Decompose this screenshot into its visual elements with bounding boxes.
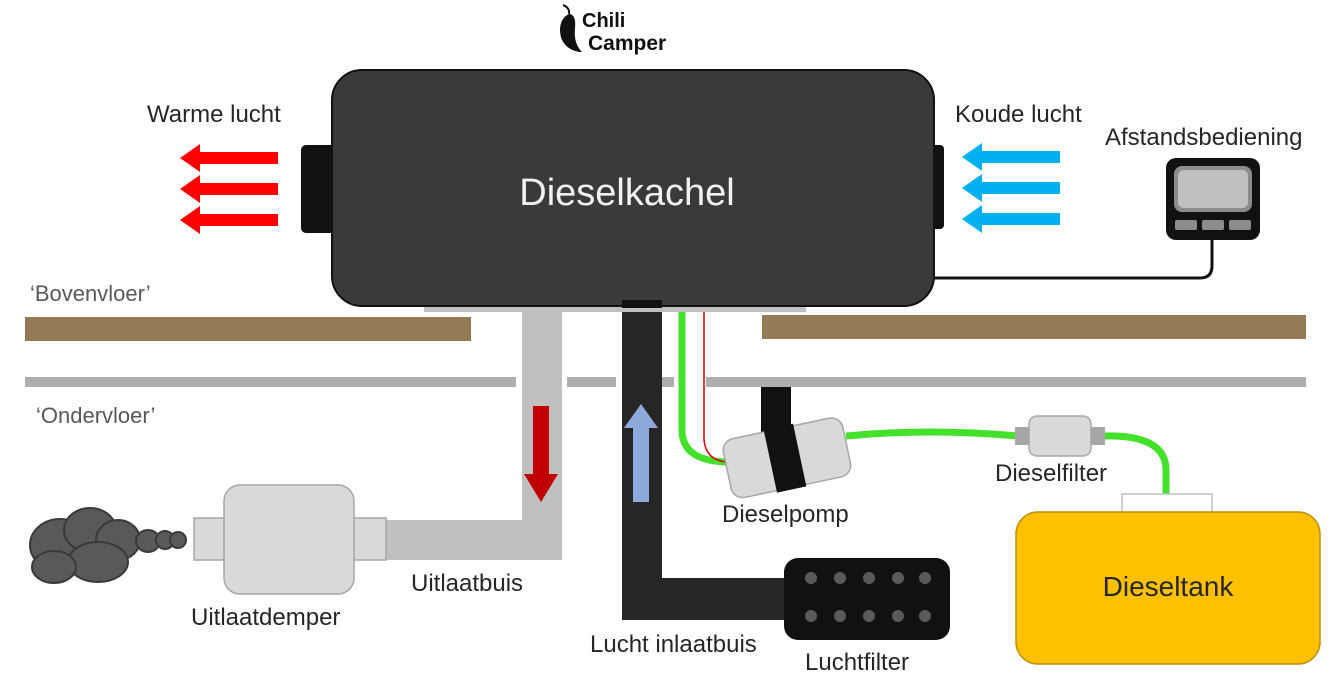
muffler-label: Uitlaatdemper	[191, 604, 340, 631]
pump-wire	[703, 305, 727, 463]
smoke-cloud-icon	[29, 507, 187, 584]
logo-line-1: Chili	[582, 10, 625, 32]
fuel-line-to-tank	[1101, 432, 1170, 495]
muffler	[193, 484, 387, 595]
air-intake-pipe	[622, 305, 790, 620]
exhaust-pipe-label: Uitlaatbuis	[411, 570, 523, 597]
chili-pepper-icon	[560, 14, 582, 52]
diesel-filter-label: Dieselfilter	[995, 460, 1107, 487]
remote-cable	[934, 240, 1214, 280]
logo-line-2: Camper	[588, 32, 666, 55]
fuel-line-to-filter	[845, 428, 1019, 440]
air-intake-label: Lucht inlaatbuis	[590, 631, 757, 658]
lower-floor-left	[25, 377, 516, 387]
remote-control	[1166, 158, 1260, 240]
diesel-filter	[1015, 415, 1105, 457]
diesel-tank-label: Dieseltank	[1103, 571, 1235, 602]
air-filter-label: Luchtfilter	[805, 649, 909, 676]
lower-floor-mid2	[662, 377, 674, 387]
diesel-pump-label: Dieselpomp	[722, 501, 849, 528]
exhaust-pipe	[380, 310, 562, 560]
upper-floor-right	[762, 315, 1306, 339]
exhaust-flow-arrow	[524, 406, 558, 502]
chili-camper-logo: Chili Camper	[560, 4, 666, 55]
lower-floor-mid	[567, 377, 616, 387]
air-filter	[784, 558, 950, 640]
lower-floor-right	[706, 377, 1306, 387]
warm-air-arrows	[180, 144, 278, 234]
lower-floor-label: ‘Ondervloer’	[36, 403, 155, 428]
diesel-pump	[722, 417, 852, 499]
heater-label: Dieselkachel	[519, 172, 734, 214]
diesel-tank	[1015, 493, 1321, 665]
warm-air-label: Warme lucht	[147, 101, 281, 128]
intake-flow-arrow	[624, 404, 658, 502]
diesel-heater	[301, 69, 944, 312]
cold-air-label: Koude lucht	[955, 101, 1082, 128]
cold-air-arrows	[962, 143, 1060, 233]
upper-floor-left	[25, 317, 471, 341]
upper-floor-label: ‘Bovenvloer’	[30, 281, 151, 306]
remote-label: Afstandsbediening	[1105, 124, 1302, 151]
